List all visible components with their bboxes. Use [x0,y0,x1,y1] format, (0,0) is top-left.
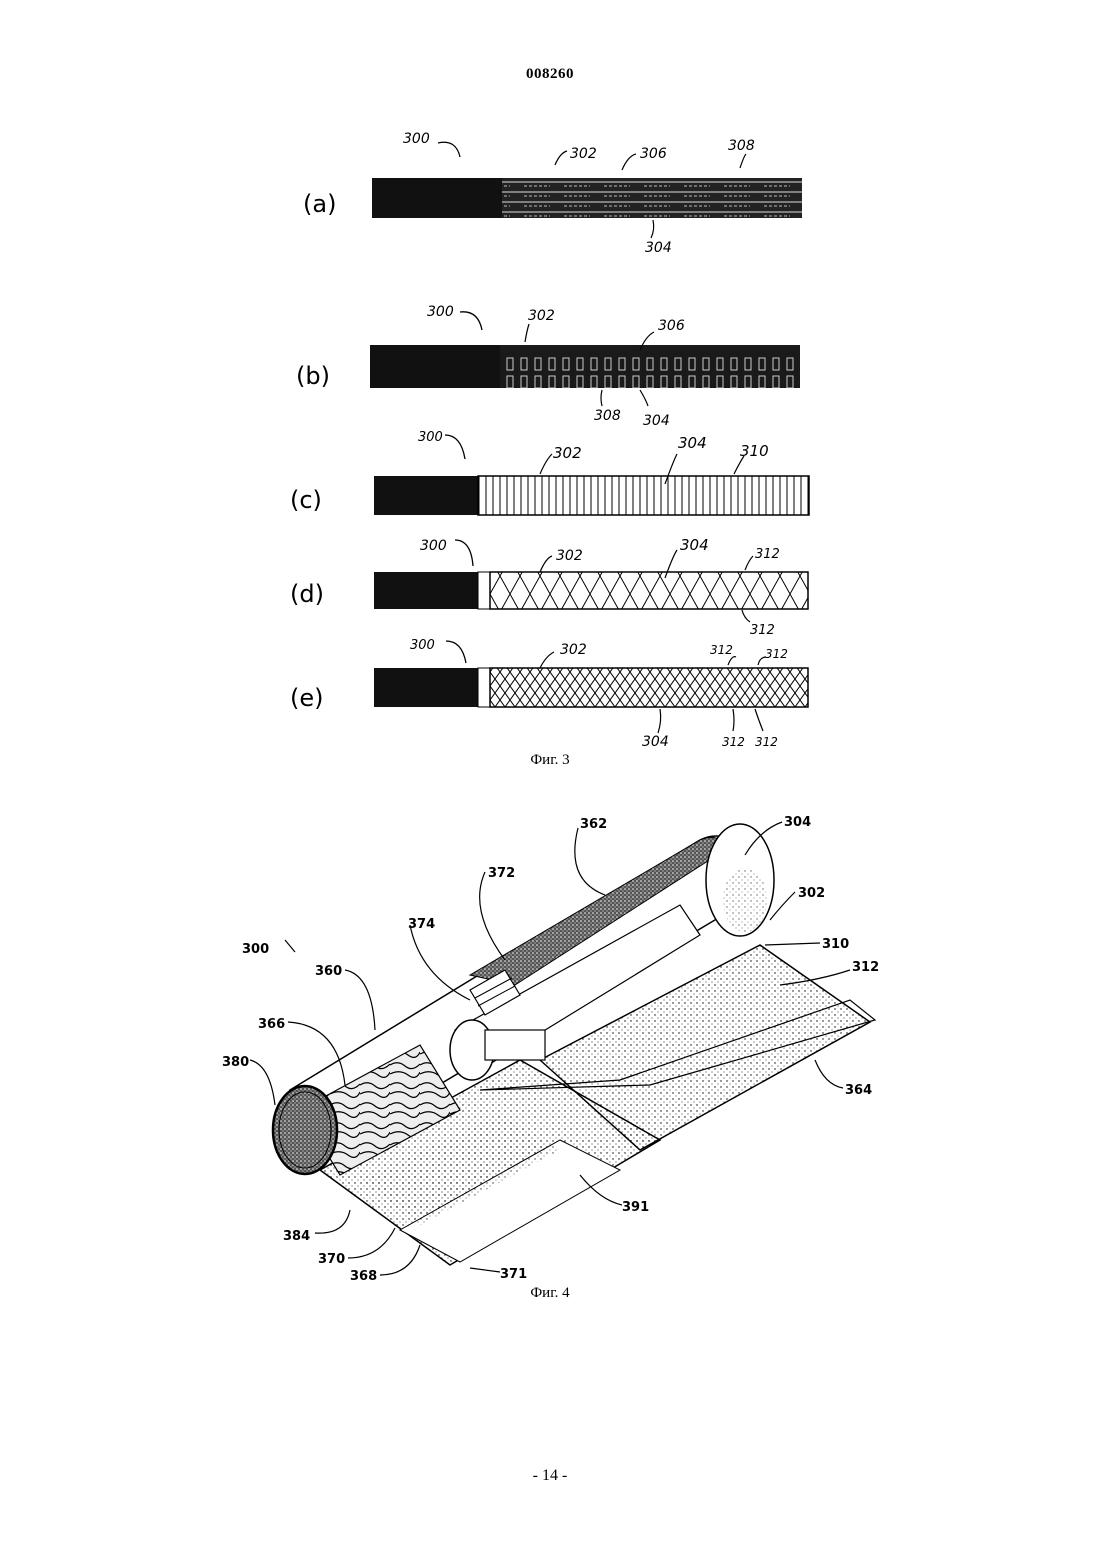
ref-308: 308 [594,408,621,424]
panel-b-letter: (b) [296,362,330,390]
ref-300: 300 [242,942,269,957]
panel-d-letter: (d) [290,580,324,608]
ref-302: 302 [556,548,583,564]
ref-312: 312 [755,735,778,749]
panel-e-letter: (e) [290,684,324,712]
ref-371: 371 [500,1267,527,1282]
ref-300: 300 [403,131,430,147]
ref-300: 300 [410,638,435,653]
ref-360: 360 [315,964,342,979]
ref-362: 362 [580,817,607,832]
ref-312: 312 [852,960,879,975]
ref-310: 310 [822,937,849,952]
fig3-panel-e: (e) 300 302 312 312 304 312 312 [290,638,808,750]
ref-312: 312 [722,735,745,749]
ref-302: 302 [798,886,825,901]
ref-304: 304 [680,536,709,554]
ref-302: 302 [553,444,582,462]
fig4-drawing: 300 360 366 380 384 370 368 371 391 364 … [222,815,879,1284]
ref-384: 384 [283,1229,310,1244]
ref-312: 312 [710,643,733,657]
ref-302: 302 [560,642,587,658]
fig3-panel-b: (b) 300 302 306 308 304 [296,304,800,429]
ref-306: 306 [658,318,685,334]
ref-300: 300 [427,304,454,320]
fig3-panel-d: (d) 300 302 304 312 312 [290,536,808,638]
ref-302: 302 [570,146,597,162]
ref-312: 312 [765,647,788,661]
ref-364: 364 [845,1083,872,1098]
page-number: - 14 - [0,1467,1100,1485]
ref-304: 304 [642,734,669,750]
ref-300: 300 [418,430,443,445]
fig3-caption: Фиг. 3 [0,752,1100,769]
ref-304: 304 [784,815,811,830]
ref-370: 370 [318,1252,345,1267]
fig3-panel-a: (a) 300 302 306 308 304 [303,131,802,256]
ref-391: 391 [622,1200,649,1215]
ref-300: 300 [420,538,447,554]
ref-306: 306 [640,146,667,162]
fig3-panel-c: (c) 300 302 304 310 [290,430,809,515]
ref-312: 312 [755,547,780,562]
ref-380: 380 [222,1055,249,1070]
ref-372: 372 [488,866,515,881]
ref-302: 302 [528,308,555,324]
ref-310: 310 [740,442,769,460]
ref-366: 366 [258,1017,285,1032]
panel-c-letter: (c) [290,486,322,514]
fig4-caption: Фиг. 4 [0,1285,1100,1302]
panel-a-letter: (a) [303,190,336,218]
ref-308: 308 [728,138,755,154]
ref-368: 368 [350,1269,377,1284]
ref-304: 304 [643,413,670,429]
ref-304: 304 [645,240,672,256]
ref-312: 312 [750,623,775,638]
ref-374: 374 [408,917,435,932]
ref-304: 304 [678,434,707,452]
